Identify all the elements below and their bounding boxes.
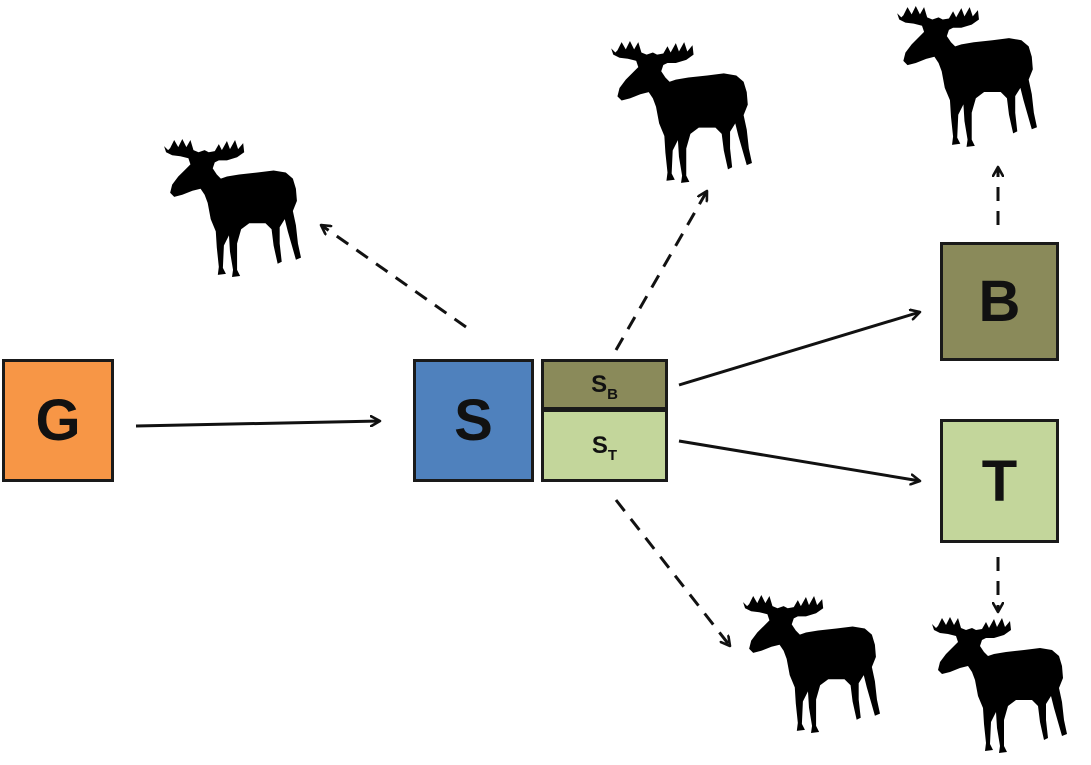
dashed-arrow-sb-to-moose: [614, 191, 709, 351]
moose-silhouette-icon: [932, 617, 1067, 753]
moose-silhouette-icon: [743, 595, 880, 733]
node-t-label: T: [981, 448, 1018, 514]
node-b-label: B: [978, 269, 1021, 334]
node-g: G: [2, 359, 114, 482]
node-st-label: ST: [591, 431, 618, 464]
node-sb-label: SB: [591, 370, 618, 403]
moose-silhouette-icon: [611, 41, 752, 183]
node-s-label: S: [454, 388, 493, 453]
arrow-st-to-t: [678, 439, 920, 481]
arrow-sb-to-b: [678, 312, 920, 387]
node-g-label: G: [35, 388, 81, 453]
node-t: T: [940, 419, 1059, 543]
arrow-g-to-s: [135, 421, 380, 428]
node-s: S: [413, 359, 534, 482]
node-st: ST: [541, 409, 668, 482]
dashed-arrow-s-to-moose: [321, 225, 467, 329]
dashed-arrow-st-to-moose: [614, 499, 730, 646]
node-sb: SB: [541, 359, 668, 410]
moose-silhouette-icon: [897, 6, 1037, 147]
moose-silhouette-icon: [164, 139, 301, 277]
node-b: B: [940, 242, 1059, 361]
